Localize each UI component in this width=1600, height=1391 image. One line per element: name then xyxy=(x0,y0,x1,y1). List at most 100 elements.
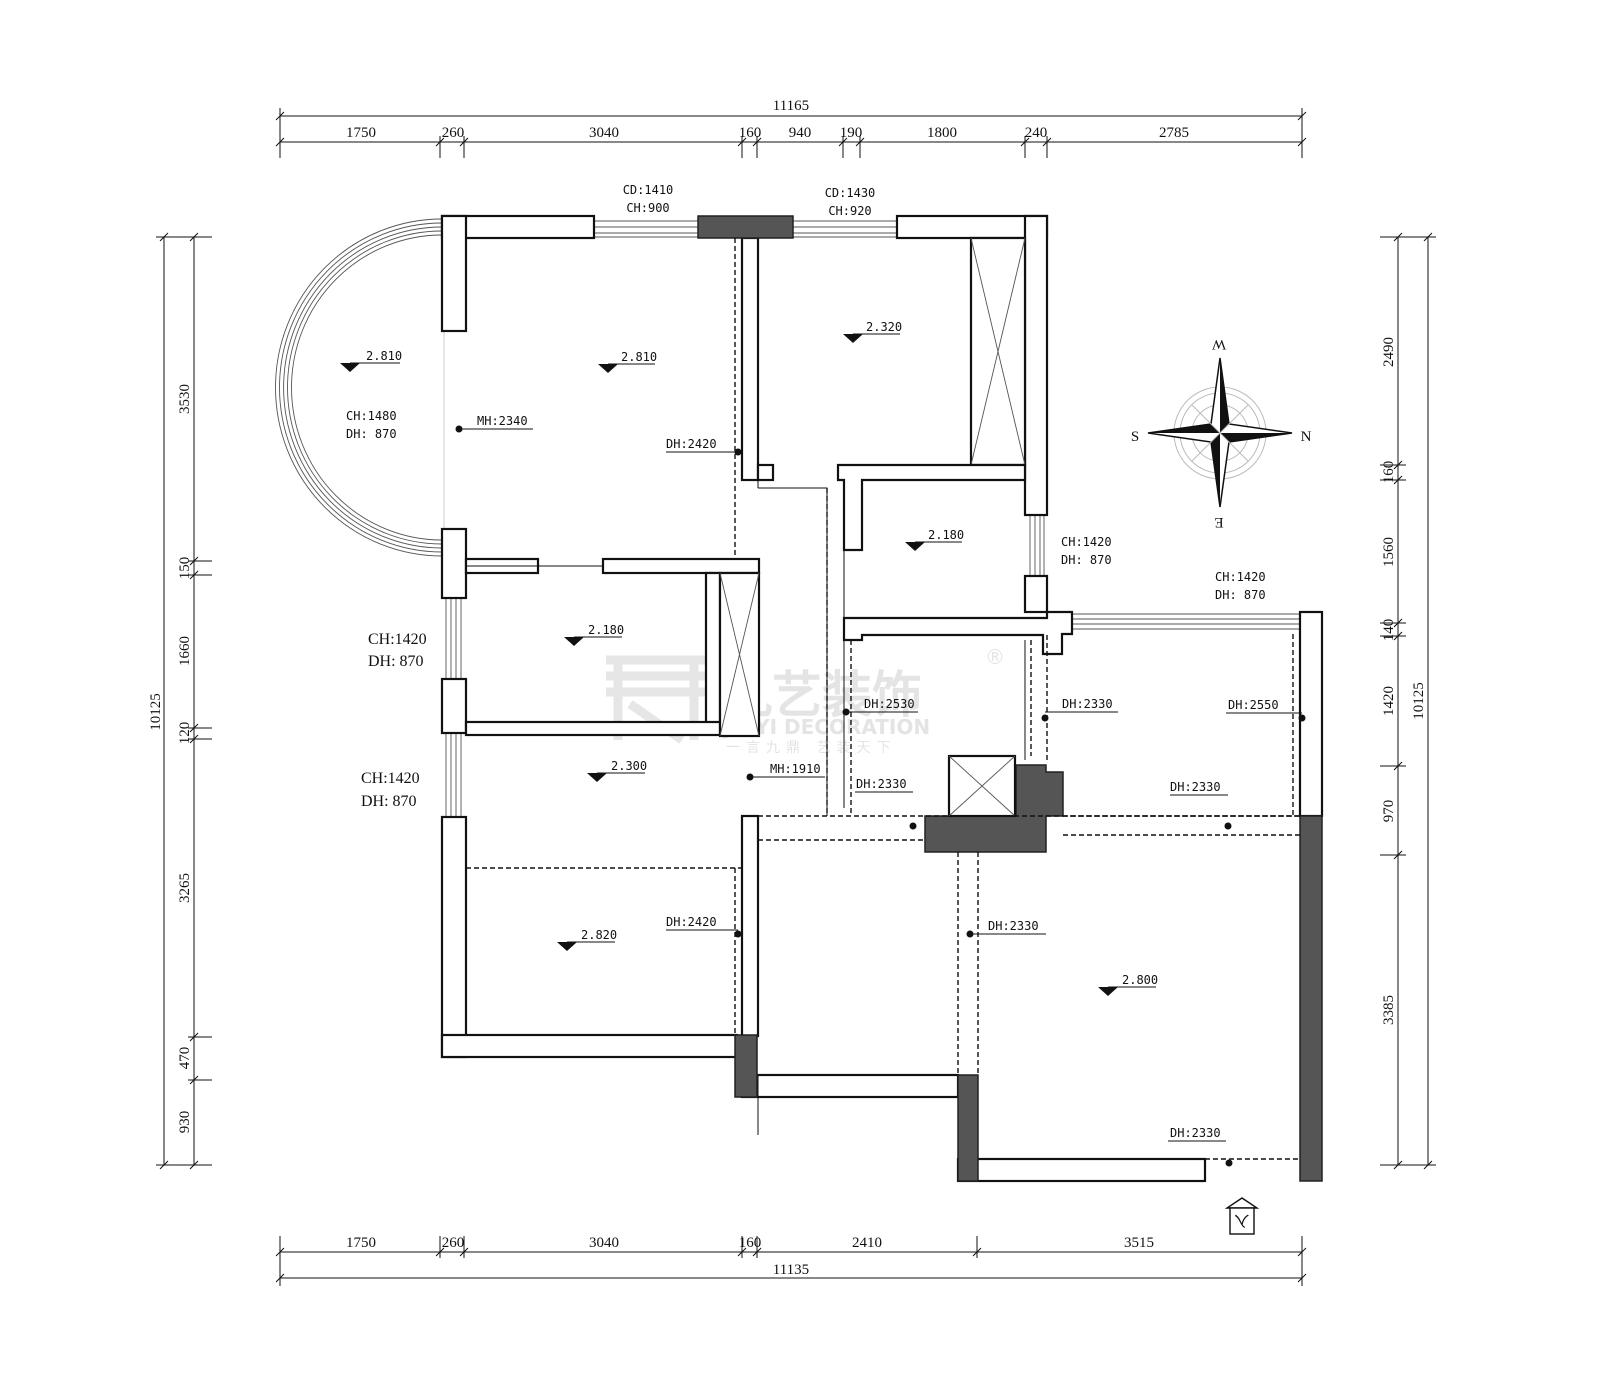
height-marker-4: 2.180 xyxy=(905,528,964,551)
structural-columns xyxy=(697,215,1323,1182)
left-dim-2: 150 xyxy=(177,557,193,580)
ceiling-height-markers: 2.810 2.810 2.320 2.180 2.180 2.300 2.82… xyxy=(340,320,1158,996)
bottom-dim-6: 3515 xyxy=(1124,1235,1154,1251)
top-dim-8: 240 xyxy=(1025,125,1048,141)
mh-label-2: MH:1910 xyxy=(746,762,825,781)
dh-5: DH:2330 xyxy=(856,777,907,791)
right-dim-7: 3385 xyxy=(1381,995,1397,1025)
height-8: 2.800 xyxy=(1122,973,1158,987)
bottom-dim-1: 1750 xyxy=(346,1235,376,1251)
bottom-dim-2: 260 xyxy=(442,1235,465,1251)
dh-2: DH:2530 xyxy=(864,697,915,711)
mh-label-1: MH:2340 xyxy=(455,414,533,433)
dh-3: DH:2330 xyxy=(1062,697,1113,711)
watermark: 九艺装饰 ® JIUYI DECORATION 一言九鼎 艺装天下 xyxy=(606,645,1005,756)
window-bay-ch: CH:1480 xyxy=(346,409,397,423)
bottom-dim-5: 2410 xyxy=(852,1235,882,1251)
right-dim-2: 160 xyxy=(1381,461,1397,484)
compass-n: N xyxy=(1301,429,1312,445)
mh-1: MH:2340 xyxy=(477,414,528,428)
right-dim-1: 2490 xyxy=(1381,337,1397,367)
bottom-dimension-lines: 1750 260 3040 160 2410 3515 11135 xyxy=(275,1235,1307,1286)
left-total-dim: 10125 xyxy=(148,693,164,731)
window-top2-cd: CD:1430 xyxy=(825,186,876,200)
compass-e: E xyxy=(1214,514,1223,530)
bottom-dim-4: 160 xyxy=(739,1235,762,1251)
top-dim-9: 2785 xyxy=(1159,125,1189,141)
top-dim-3: 3040 xyxy=(589,125,619,141)
top-total-dim: 11165 xyxy=(773,98,809,114)
window-left1-dh: DH: 870 xyxy=(368,653,424,670)
height-marker-3: 2.320 xyxy=(843,320,902,343)
top-dim-7: 1800 xyxy=(927,125,957,141)
dh-label-2: DH:2530 xyxy=(842,697,918,716)
dh-9: DH:2330 xyxy=(1170,1126,1221,1140)
dh-label-7: DH:2420 xyxy=(666,915,742,938)
right-dim-6: 970 xyxy=(1381,800,1397,823)
dh-label-8: DH:2330 xyxy=(966,919,1046,938)
mh-2: MH:1910 xyxy=(770,762,821,776)
left-dim-4: 120 xyxy=(177,722,193,745)
left-dim-6: 470 xyxy=(177,1047,193,1070)
left-dim-1: 3530 xyxy=(177,384,193,414)
entrance-glyph: 入 xyxy=(1234,1212,1249,1228)
compass: W S N E xyxy=(1131,336,1312,530)
window-top1-cd: CD:1410 xyxy=(623,183,674,197)
height-2: 2.810 xyxy=(621,350,657,364)
height-1: 2.810 xyxy=(366,349,402,363)
top-dim-4: 160 xyxy=(739,125,762,141)
top-dim-1: 1750 xyxy=(346,125,376,141)
height-7: 2.820 xyxy=(581,928,617,942)
height-marker-1: 2.810 xyxy=(340,349,402,372)
left-dim-5: 3265 xyxy=(177,873,193,903)
top-dim-5: 940 xyxy=(789,125,812,141)
watermark-reg: ® xyxy=(985,645,1005,669)
window-right2-dh: DH: 870 xyxy=(1215,588,1266,602)
dh-4: DH:2550 xyxy=(1228,698,1279,712)
bottom-dim-3: 3040 xyxy=(589,1235,619,1251)
bottom-total-dim: 11135 xyxy=(773,1262,809,1278)
dh-label-3: DH:2330 xyxy=(1041,697,1118,722)
height-6: 2.300 xyxy=(611,759,647,773)
window-top2-ch: CH:920 xyxy=(828,204,871,218)
window-right2-ch: CH:1420 xyxy=(1215,570,1266,584)
dh-label-9: DH:2330 xyxy=(1168,1126,1233,1167)
compass-w: W xyxy=(1211,336,1226,352)
dh-label-1: DH:2420 xyxy=(666,437,742,456)
window-right1-dh: DH: 870 xyxy=(1061,553,1112,567)
right-dim-3: 1560 xyxy=(1381,537,1397,567)
height-3: 2.320 xyxy=(866,320,902,334)
entrance-marker: 入 xyxy=(1224,1197,1260,1235)
window-right1-ch: CH:1420 xyxy=(1061,535,1112,549)
right-dimension-lines: 2490 160 1560 140 1420 970 3385 10125 xyxy=(1380,232,1436,1170)
window-bay-dh: DH: 870 xyxy=(346,427,397,441)
right-total-dim: 10125 xyxy=(1411,682,1427,720)
top-dim-6: 190 xyxy=(840,125,863,141)
left-dim-3: 1660 xyxy=(177,636,193,666)
height-4: 2.180 xyxy=(928,528,964,542)
height-5: 2.180 xyxy=(588,623,624,637)
dh-labels: MH:2340 DH:2420 DH:2530 DH:2330 DH:2550 … xyxy=(455,414,1306,1167)
watermark-slogan: 一言九鼎 艺装天下 xyxy=(726,740,896,756)
right-dim-4: 140 xyxy=(1381,619,1397,642)
window-left2-dh: DH: 870 xyxy=(361,793,417,810)
left-dim-7: 930 xyxy=(177,1111,193,1134)
left-dimension-lines: 10125 3530 150 1660 120 3265 470 930 xyxy=(148,232,212,1170)
dh-8: DH:2330 xyxy=(988,919,1039,933)
height-marker-2: 2.810 xyxy=(598,350,657,373)
dh-7: DH:2420 xyxy=(666,915,717,929)
dh-label-5: DH:2330 xyxy=(855,777,917,830)
ceiling-dashed-lines xyxy=(466,238,1300,1160)
window-left1-ch: CH:1420 xyxy=(368,631,427,648)
compass-s: S xyxy=(1131,429,1139,445)
height-marker-7: 2.820 xyxy=(557,928,617,951)
top-dimension-lines: 11165 1750 260 3040 160 940 190 1800 240… xyxy=(275,98,1307,158)
height-marker-8: 2.800 xyxy=(1098,973,1158,996)
dh-label-6: DH:2330 xyxy=(1170,780,1232,830)
dh-6: DH:2330 xyxy=(1170,780,1221,794)
dh-label-4: DH:2550 xyxy=(1226,698,1306,722)
bay-window xyxy=(275,218,445,557)
window-left2-ch: CH:1420 xyxy=(361,770,420,787)
